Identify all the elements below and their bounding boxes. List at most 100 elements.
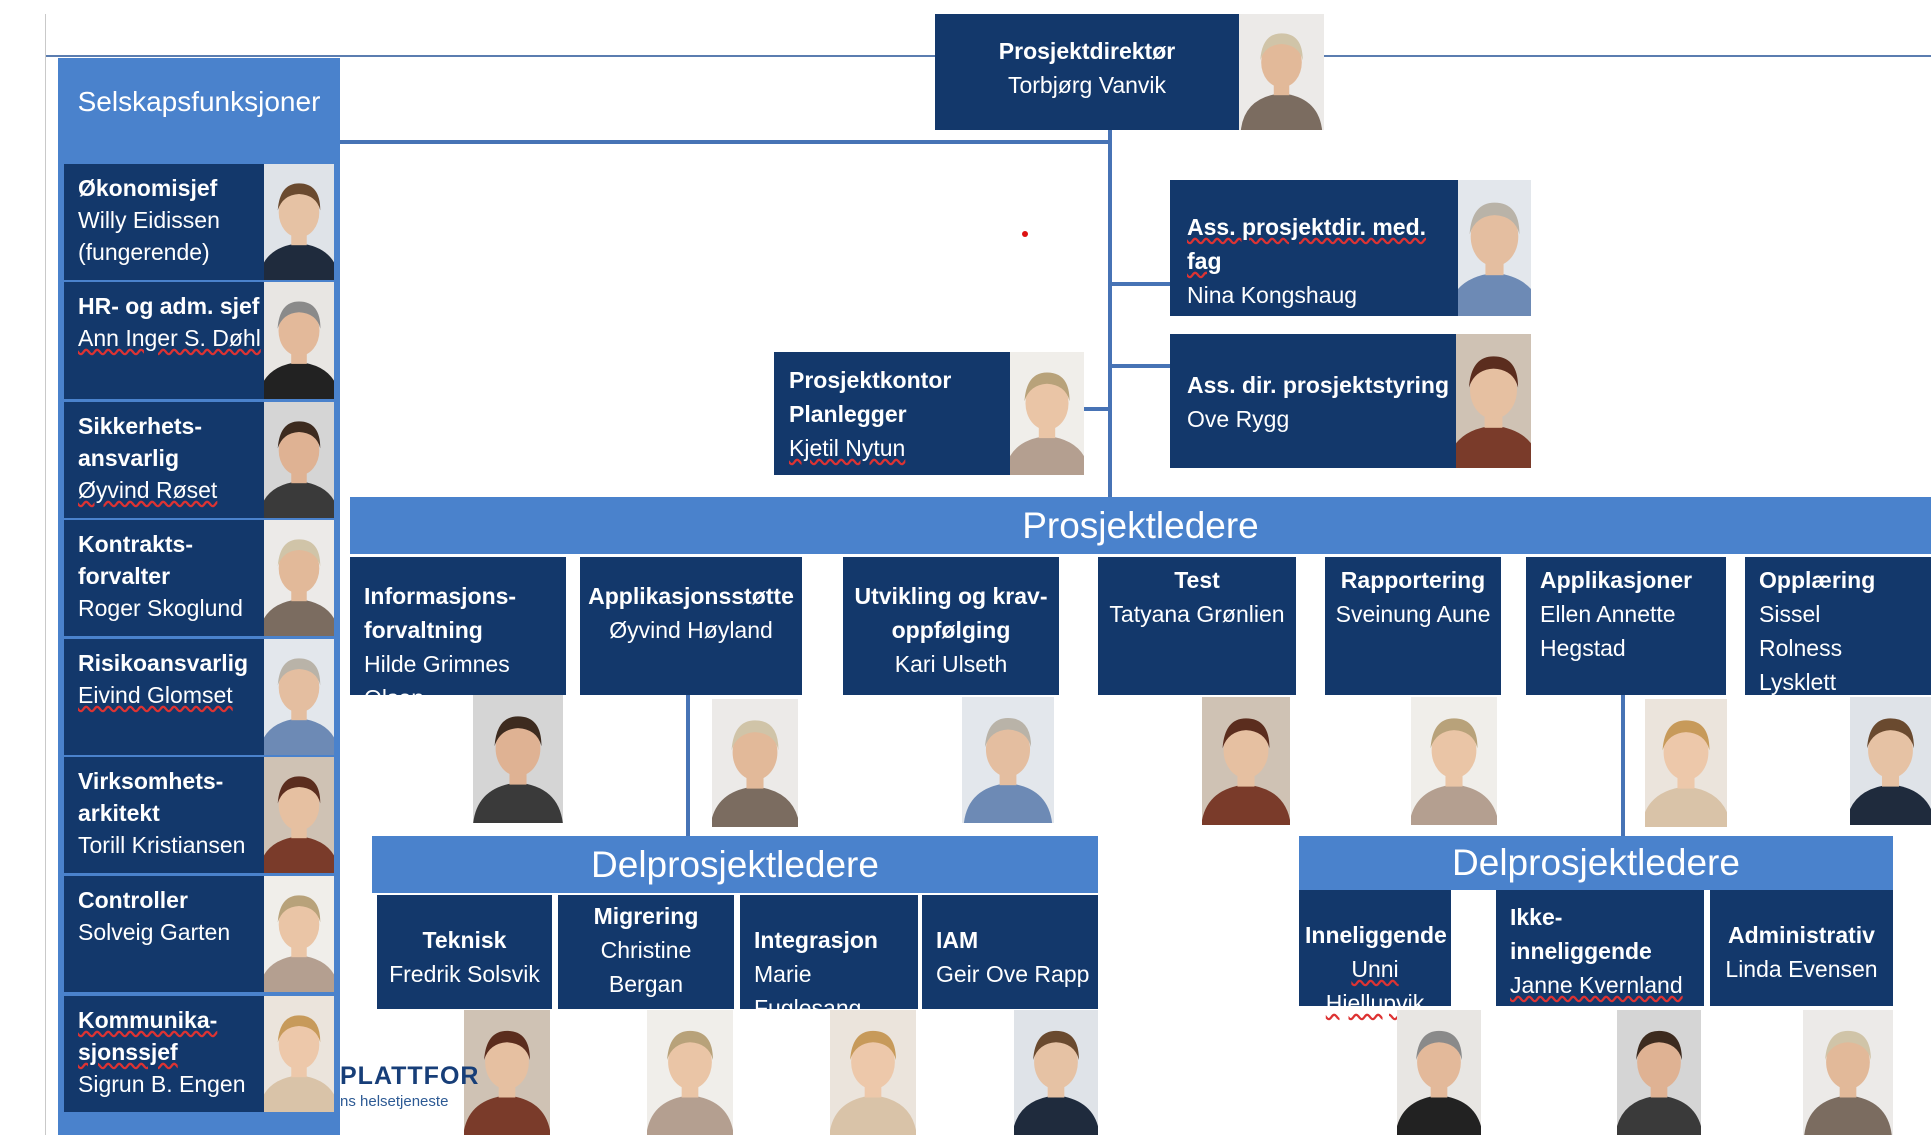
project-leader-title: Utvikling og krav- <box>854 583 1048 609</box>
sidebar-item-name: Sigrun B. Engen <box>78 1071 246 1097</box>
portrait-image <box>647 1010 733 1135</box>
sidebar-item-title: Risikoansvarlig <box>78 650 249 676</box>
project-leader-title: oppfølging <box>891 617 1011 643</box>
connector-office <box>1082 407 1110 411</box>
project-leader-portrait <box>473 695 563 823</box>
project-leader-title: Rapportering <box>1340 567 1486 593</box>
project-leader-title: Opplæring <box>1759 567 1876 593</box>
subproject-portrait <box>830 1010 916 1135</box>
portrait-image <box>264 757 334 873</box>
project-leaders-header: Prosjektledere <box>350 497 1931 554</box>
portrait-image <box>264 164 334 280</box>
portrait-image <box>1850 697 1931 825</box>
portrait-image <box>1458 180 1531 316</box>
sidebar-item-portrait <box>264 520 334 636</box>
subproject-name: Unni Hjellupvik <box>1325 956 1425 1016</box>
portrait-image <box>264 282 334 399</box>
project-leader-portrait <box>1202 697 1290 825</box>
sidebar-item-title: forvalter <box>78 563 171 589</box>
assistant-2-name: Ove Rygg <box>1187 406 1290 432</box>
subproject-name: Bergan <box>608 971 684 997</box>
subproject-portrait <box>1014 1010 1098 1135</box>
project-leader-name: Sveinung Aune <box>1335 601 1491 627</box>
sidebar-item-title: ansvarlig <box>78 445 179 471</box>
sidebar-item-name: Willy Eidissen <box>78 207 220 233</box>
portrait-image <box>830 1010 916 1135</box>
project-leader-name: Ellen Annette <box>1540 601 1676 627</box>
sidebar-item-title: Sikkerhets- <box>78 413 203 439</box>
portrait-image <box>1202 697 1290 825</box>
subproject-portrait <box>1617 1010 1701 1135</box>
left-margin-line <box>45 14 46 1135</box>
office-title-line-2: Planlegger <box>789 401 907 427</box>
subproject-name: Geir Ove Rapp <box>936 961 1090 987</box>
project-leader-name: Kari Ulseth <box>894 651 1008 677</box>
assistant-1-title: Ass. prosjektdir. med. fag <box>1187 214 1427 274</box>
portrait-image <box>1803 1010 1893 1135</box>
subproject-title: inneliggende <box>1510 938 1652 964</box>
sidebar-item-name: (fungerende) <box>78 239 210 265</box>
project-leader-title: Informasjons- <box>364 583 517 609</box>
assistant-1-portrait <box>1458 180 1531 316</box>
subproject-portrait <box>1397 1010 1481 1135</box>
sidebar-item-name: Roger Skoglund <box>78 595 243 621</box>
sidebar-item-portrait <box>264 876 334 992</box>
sidebar-item-title: Kommunika- <box>78 1007 218 1033</box>
sidebar-item-portrait <box>264 402 334 518</box>
project-leader-name: Tatyana Grønlien <box>1109 601 1285 627</box>
portrait-image <box>473 695 563 823</box>
portrait-image <box>712 699 798 827</box>
portrait-image <box>962 697 1054 823</box>
director-portrait <box>1239 14 1324 130</box>
sidebar-item-name: Eivind Glomset <box>78 682 233 708</box>
project-leader-portrait <box>962 697 1054 823</box>
office-name: Kjetil Nytun <box>789 435 906 461</box>
plattform-logo: PLATTFOR ns helsetjeneste <box>340 1062 478 1122</box>
portrait-image <box>264 402 334 518</box>
director-title: Prosjektdirektør <box>998 38 1176 64</box>
sidebar-item-name: Solveig Garten <box>78 919 231 945</box>
subproject-title: Inneliggende <box>1305 922 1447 948</box>
project-leader-name: Sissel <box>1759 601 1821 627</box>
sidebar-item-portrait <box>264 282 334 399</box>
portrait-image <box>1014 1010 1098 1135</box>
subproject-name: Linda Evensen <box>1725 956 1878 982</box>
portrait-image <box>264 639 334 755</box>
subproject-right-header: Delprosjektledere <box>1299 836 1893 890</box>
project-leader-portrait <box>1645 699 1727 827</box>
sidebar-item-portrait <box>264 757 334 873</box>
subproject-portrait <box>1803 1010 1893 1135</box>
office-portrait <box>1010 352 1084 475</box>
portrait-image <box>264 520 334 636</box>
